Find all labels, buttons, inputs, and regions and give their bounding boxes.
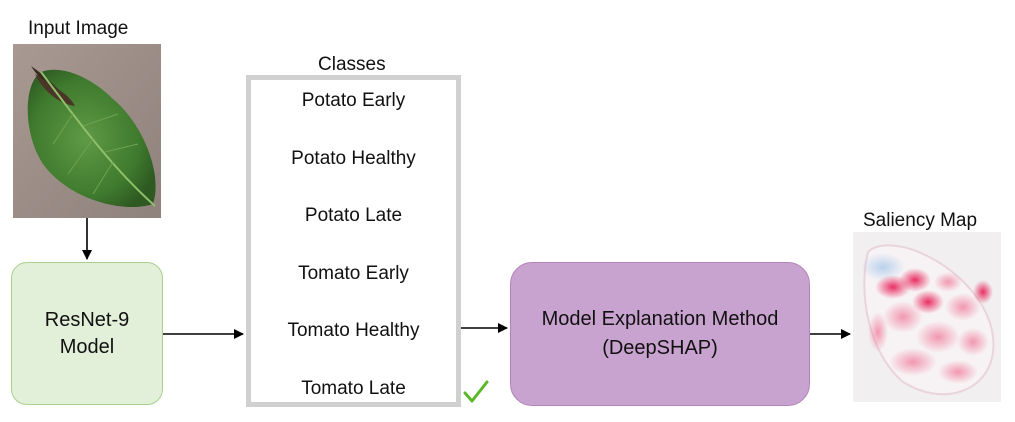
- class-item-tomato-early: Tomato Early: [298, 263, 409, 284]
- class-item-potato-healthy: Potato Healthy: [291, 148, 416, 169]
- input-image-title: Input Image: [28, 18, 129, 39]
- resnet-model-box: ResNet-9 Model: [11, 262, 163, 405]
- input-leaf-image: [13, 44, 161, 218]
- saliency-map-title: Saliency Map: [863, 210, 978, 231]
- class-item-tomato-healthy: Tomato Healthy: [287, 320, 420, 341]
- model-name-line2: Model: [59, 335, 115, 358]
- class-item-potato-early: Potato Early: [301, 90, 406, 111]
- check-icon: [462, 378, 490, 406]
- class-item-potato-late: Potato Late: [304, 205, 403, 226]
- model-name-line1: ResNet-9: [44, 308, 130, 331]
- method-name-line2: (DeepSHAP): [602, 337, 718, 359]
- class-item-tomato-late: Tomato Late: [301, 378, 406, 399]
- explanation-method-box: Model Explanation Method (DeepSHAP): [510, 262, 810, 406]
- classes-list-box: Potato Early Potato Healthy Potato Late …: [246, 75, 461, 407]
- classes-title: Classes: [318, 54, 386, 75]
- saliency-map-image: [853, 232, 1001, 402]
- method-name-line1: Model Explanation Method: [541, 308, 779, 330]
